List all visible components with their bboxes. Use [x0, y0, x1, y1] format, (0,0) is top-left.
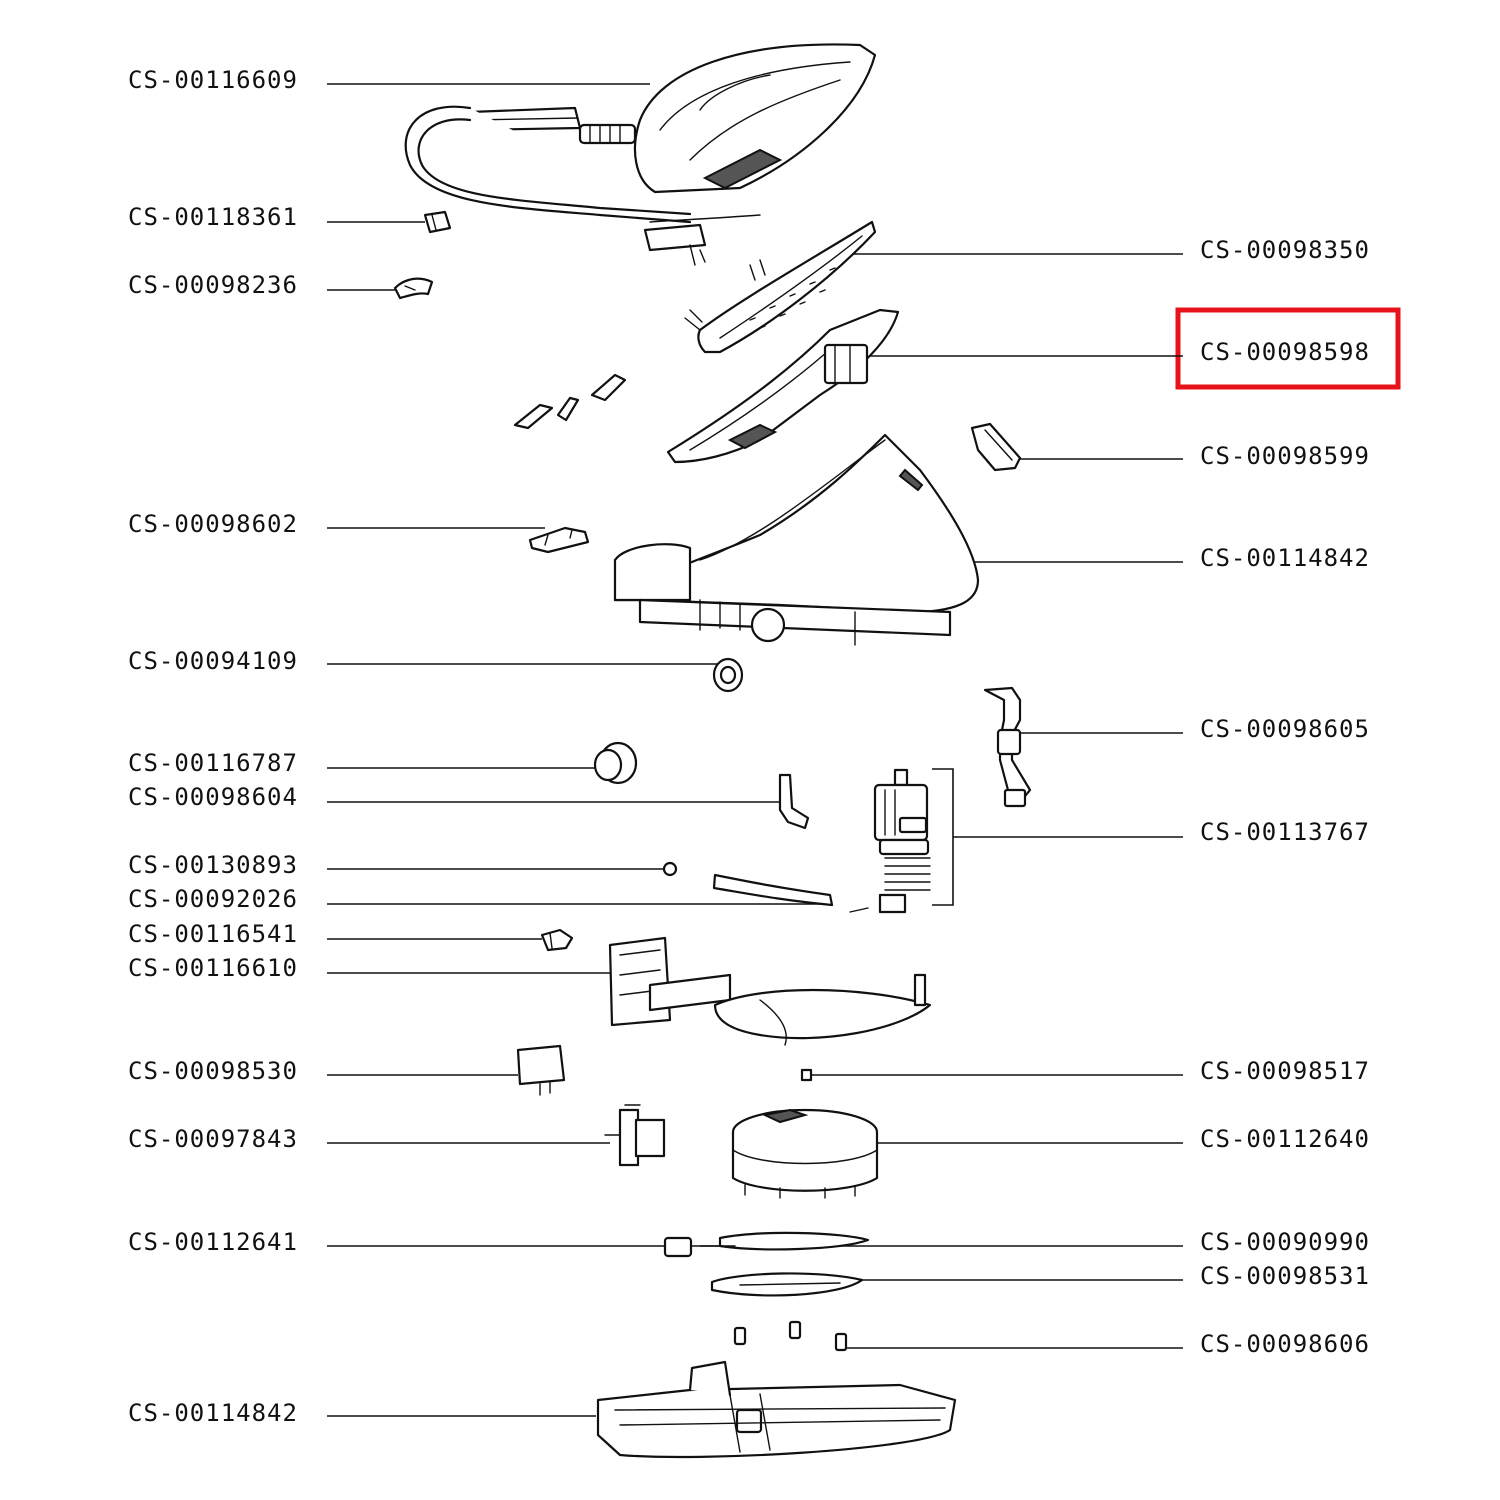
part-label-cs-00118361[interactable]: CS-00118361: [128, 203, 298, 231]
sealing-ring[interactable]: [712, 657, 744, 693]
rubber-feet[interactable]: [733, 1320, 848, 1352]
part-label-cs-00098236[interactable]: CS-00098236: [128, 271, 298, 299]
steam-iron-with-hose[interactable]: [404, 43, 877, 266]
soleplate[interactable]: [684, 220, 877, 354]
part-label-cs-00098517[interactable]: CS-00098517: [1200, 1057, 1370, 1085]
part-label-cs-00098605[interactable]: CS-00098605: [1200, 715, 1370, 743]
solenoid-valve[interactable]: [604, 1104, 666, 1167]
part-label-cs-00114842[interactable]: CS-00114842: [1200, 544, 1370, 572]
part-label-cs-00113767[interactable]: CS-00113767: [1200, 818, 1370, 846]
part-label-cs-00098350[interactable]: CS-00098350: [1200, 236, 1370, 264]
part-label-cs-00098530[interactable]: CS-00098530: [128, 1057, 298, 1085]
part-label-cs-00112641[interactable]: CS-00112641: [128, 1228, 298, 1256]
part-label-cs-00092026[interactable]: CS-00092026: [128, 885, 298, 913]
handle-cover[interactable]: [666, 308, 900, 464]
release-button-cover[interactable]: [970, 422, 1022, 472]
base-housing-top[interactable]: [613, 433, 980, 646]
leader-line-cs-00098604: [327, 795, 781, 803]
part-label-cs-00116787[interactable]: CS-00116787: [128, 749, 298, 777]
left-labels: CS-00116609 CS-00118361 CS-00098236 CS-0…: [128, 66, 298, 1427]
part-label-cs-00098604[interactable]: CS-00098604: [128, 783, 298, 811]
small-spacer[interactable]: [662, 861, 678, 877]
boiler-gasket[interactable]: [718, 1231, 870, 1251]
part-label-cs-00114842-base[interactable]: CS-00114842: [128, 1399, 298, 1427]
heating-cable[interactable]: [663, 1236, 736, 1258]
heating-plate[interactable]: [710, 1272, 864, 1297]
part-label-cs-00090990[interactable]: CS-00090990: [1200, 1228, 1370, 1256]
hose-clamp[interactable]: [393, 277, 434, 300]
button-set[interactable]: [513, 373, 627, 430]
elbow-hose[interactable]: [778, 773, 810, 830]
pressure-switch-tube[interactable]: [983, 686, 1032, 808]
thermostat-sensor[interactable]: [540, 928, 574, 952]
leader-lines: [327, 83, 1183, 1417]
bracket-cs-00113767: [932, 768, 954, 906]
part-label-cs-00116610[interactable]: CS-00116610: [128, 954, 298, 982]
part-label-cs-00098598[interactable]: CS-00098598: [1200, 338, 1370, 366]
boiler[interactable]: [731, 1108, 879, 1199]
pump-hose[interactable]: [712, 873, 869, 913]
control-board-assembly[interactable]: [608, 936, 932, 1046]
part-label-cs-00097843[interactable]: CS-00097843: [128, 1125, 298, 1153]
part-label-cs-00094109[interactable]: CS-00094109: [128, 647, 298, 675]
part-label-cs-00098531[interactable]: CS-00098531: [1200, 1262, 1370, 1290]
part-label-cs-00098602[interactable]: CS-00098602: [128, 510, 298, 538]
part-label-cs-00116541[interactable]: CS-00116541: [128, 920, 298, 948]
highlight-box: [1175, 307, 1401, 390]
part-label-cs-00112640[interactable]: CS-00112640: [1200, 1125, 1370, 1153]
part-label-cs-00116609[interactable]: CS-00116609: [128, 66, 298, 94]
water-pump[interactable]: [873, 768, 931, 914]
right-labels: CS-00098350 CS-00098598 CS-00098599 CS-0…: [1200, 236, 1370, 1358]
lens-clip[interactable]: [528, 526, 590, 554]
small-fuse[interactable]: [800, 1068, 813, 1082]
base-housing-bottom[interactable]: [596, 1360, 957, 1459]
control-knob[interactable]: [593, 741, 638, 785]
part-label-cs-00098606[interactable]: CS-00098606: [1200, 1330, 1370, 1358]
relay[interactable]: [516, 1044, 566, 1096]
cable-clip[interactable]: [423, 210, 452, 234]
part-label-cs-00098599[interactable]: CS-00098599: [1200, 442, 1370, 470]
part-label-cs-00130893[interactable]: CS-00130893: [128, 851, 298, 879]
